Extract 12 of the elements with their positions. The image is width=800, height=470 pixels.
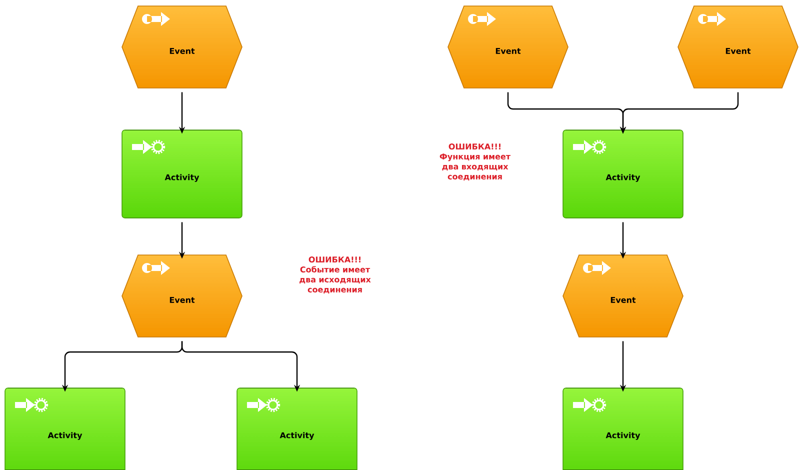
event-hexagon: Event (122, 254, 242, 338)
event-hexagon: Event (122, 6, 242, 88)
activity-box: Activity (122, 130, 242, 218)
activity-box: Activity (562, 388, 684, 470)
activity-box: Activity (4, 388, 126, 470)
error-note: ОШИБКА!!! Событие имеет два исходящих соединения (300, 256, 371, 294)
event-hexagon: Event (678, 6, 798, 88)
event-hexagon: Event (562, 254, 684, 338)
error-note: ОШИБКА!!! Функция имеет два входящих соединения (440, 143, 510, 180)
activity-box: Activity (562, 130, 684, 218)
activity-box: Activity (236, 388, 358, 470)
event-hexagon: Event (448, 6, 568, 88)
